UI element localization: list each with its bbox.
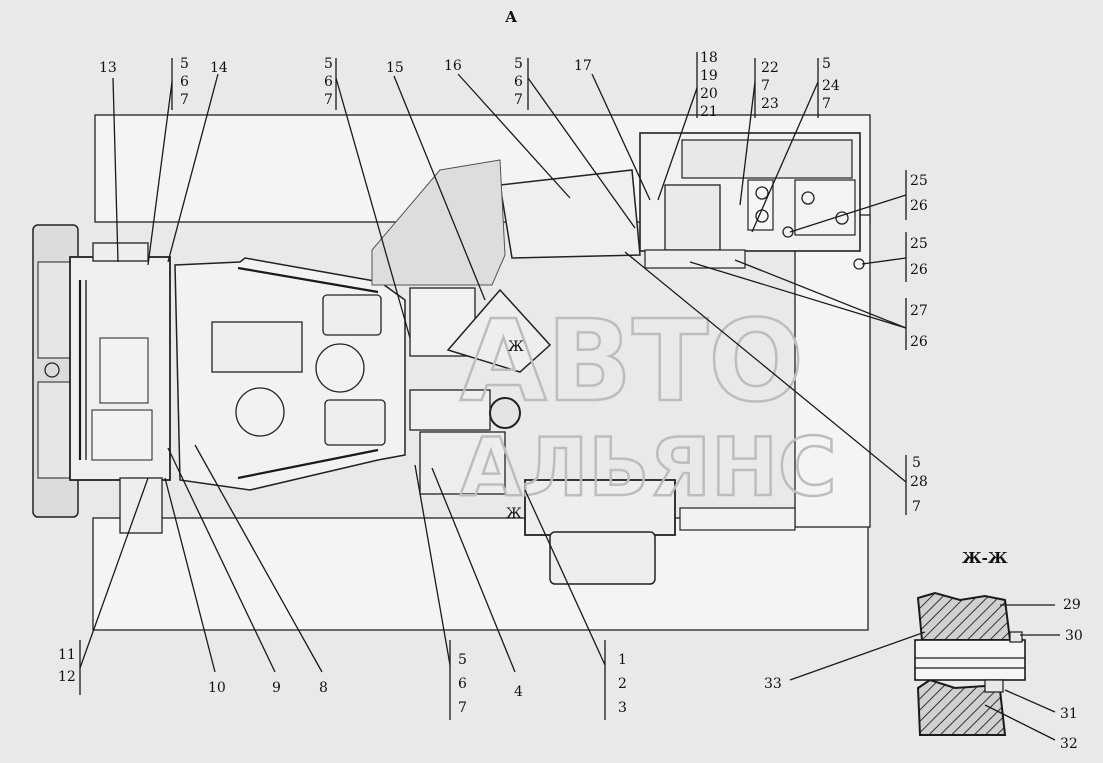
callout-g2-b: 6	[324, 74, 333, 90]
callout-g6-a: 5	[822, 56, 831, 72]
callout-g9-a: 27	[910, 303, 928, 319]
callout-g4-d: 21	[700, 104, 718, 120]
center-components	[371, 159, 796, 585]
right-upper-unit	[639, 132, 865, 270]
watermark-line1: АВТО	[460, 297, 804, 427]
section-label: Ж-Ж	[962, 549, 1008, 567]
front-grill	[32, 224, 171, 534]
callout-g5-c: 23	[761, 96, 779, 112]
callout-g6-c: 7	[822, 96, 831, 112]
callout-g7-a: 25	[910, 173, 928, 189]
callout-9: 9	[272, 680, 281, 696]
callout-g12-c: 7	[458, 700, 467, 716]
callout-g13-b: 2	[618, 676, 627, 692]
callout-g10-a: 5	[912, 455, 921, 471]
callout-15: 15	[386, 60, 404, 76]
callout-g3-a: 5	[514, 56, 523, 72]
section-mark-top: Ж	[508, 339, 524, 355]
callout-g4-b: 19	[700, 68, 718, 84]
callout-g3-c: 7	[514, 92, 523, 108]
watermark: АВТО АЛЬЯНС	[459, 296, 838, 516]
callout-g3-b: 6	[514, 74, 523, 90]
labels: А Ж-Ж Ж Ж 13 14 15 16 17 5 6 7 5 6 7 5 6…	[58, 8, 1083, 752]
engine-block	[174, 257, 406, 491]
callout-g13-a: 1	[618, 652, 627, 668]
callout-g10-b: 28	[910, 474, 928, 490]
callout-g5-b: 7	[761, 78, 770, 94]
callout-10: 10	[208, 680, 226, 696]
callout-g8-a: 25	[910, 236, 928, 252]
callout-g13-c: 3	[618, 700, 627, 716]
callout-g4-a: 18	[700, 50, 718, 66]
callout-g12-a: 5	[458, 652, 467, 668]
callout-g6-b: 24	[822, 78, 840, 94]
callout-4: 4	[514, 684, 523, 700]
callout-g11-a: 11	[58, 647, 76, 663]
callout-g8-b: 26	[910, 262, 928, 278]
callout-16: 16	[444, 58, 462, 74]
section-detail	[789, 591, 1060, 741]
callout-14: 14	[210, 60, 228, 76]
callout-31: 31	[1060, 706, 1078, 722]
callout-g2-a: 5	[324, 56, 333, 72]
callout-g4-c: 20	[700, 86, 718, 102]
callout-g10-c: 7	[912, 499, 921, 515]
callout-g9-b: 26	[910, 334, 928, 350]
callout-29: 29	[1063, 597, 1081, 613]
callout-g12-b: 6	[458, 676, 467, 692]
callout-g1-a: 5	[180, 56, 189, 72]
section-mark-bottom: Ж	[506, 506, 522, 522]
callout-g1-c: 7	[180, 92, 189, 108]
callout-8: 8	[319, 680, 328, 696]
callout-g7-b: 26	[910, 198, 928, 214]
callout-13: 13	[99, 60, 117, 76]
callout-g1-b: 6	[180, 74, 189, 90]
callout-17: 17	[574, 58, 592, 74]
leader-lines	[79, 52, 907, 720]
callout-33: 33	[764, 676, 782, 692]
view-label: А	[505, 8, 518, 26]
watermark-line2: АЛЬЯНС	[460, 421, 837, 514]
callout-g2-c: 7	[324, 92, 333, 108]
callout-g11-b: 12	[58, 669, 76, 685]
callout-30: 30	[1065, 628, 1083, 644]
callout-g5-a: 22	[761, 60, 779, 76]
callout-32: 32	[1060, 736, 1078, 752]
